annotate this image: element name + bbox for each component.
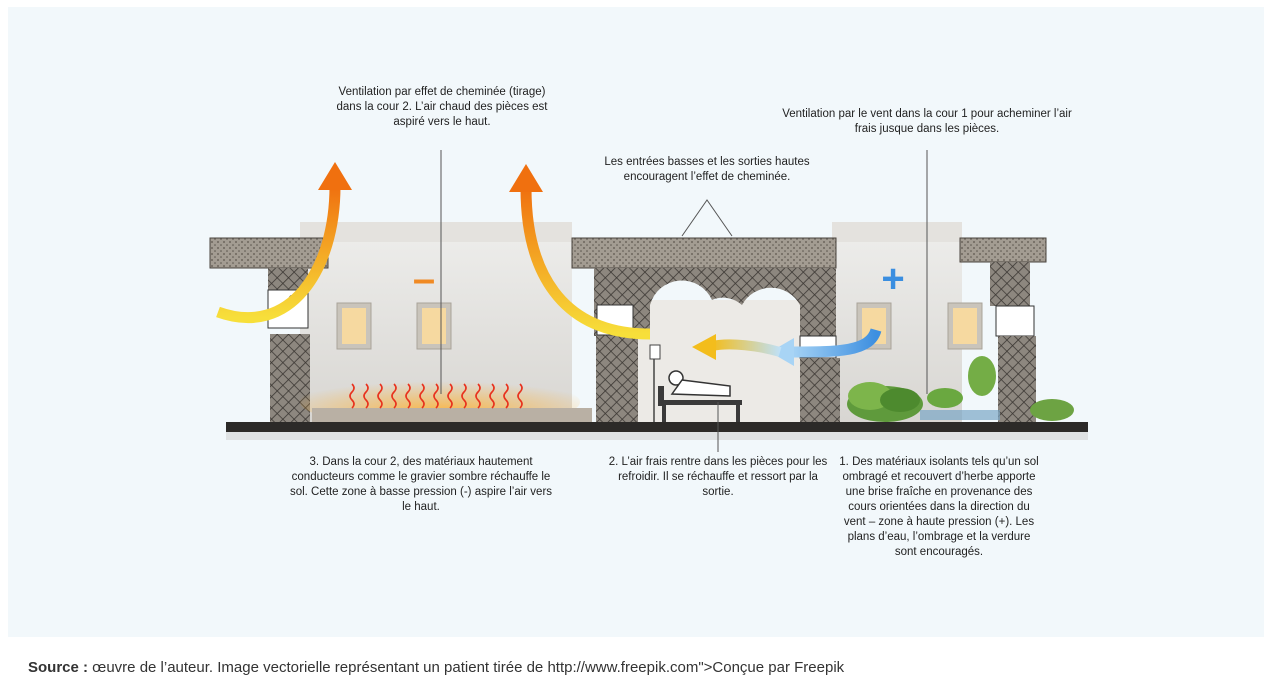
caption-note-2: 2. L’air frais rentre dans les pièces po… <box>608 456 828 498</box>
source-text: œuvre de l’auteur. Image vectorielle rep… <box>88 659 845 676</box>
high-pressure-symbol: + <box>881 257 904 301</box>
low-pressure-symbol: – <box>413 257 435 301</box>
caption-note-1: 1. Des matériaux isolants tels qu’un sol… <box>839 456 1039 558</box>
source-label: Source : <box>28 659 89 676</box>
right-pillar <box>959 237 1047 422</box>
cool-air-arrow-right <box>770 327 882 366</box>
source-credit: Source : œuvre de l’auteur. Image vector… <box>28 659 844 676</box>
central-arcade <box>571 237 840 424</box>
caption-chimney-ventilation: Ventilation par effet de cheminée (tirag… <box>336 86 548 128</box>
caption-note-3: 3. Dans la cour 2, des matériaux hauteme… <box>289 456 553 513</box>
caption-wind-ventilation: Ventilation par le vent dans la cour 1 p… <box>782 108 1072 135</box>
leader-lines <box>440 150 928 452</box>
mixed-air-arrow-center <box>692 334 782 360</box>
caption-low-high-openings: Les entrées basses et les sorties hautes… <box>604 156 810 183</box>
vegetation <box>847 356 1074 422</box>
hot-air-arrow-center <box>509 164 651 340</box>
hot-air-arrow-left <box>216 162 352 323</box>
patient-bed-icon <box>649 344 742 422</box>
heat-waves <box>349 383 523 409</box>
ground-line <box>226 422 1088 432</box>
